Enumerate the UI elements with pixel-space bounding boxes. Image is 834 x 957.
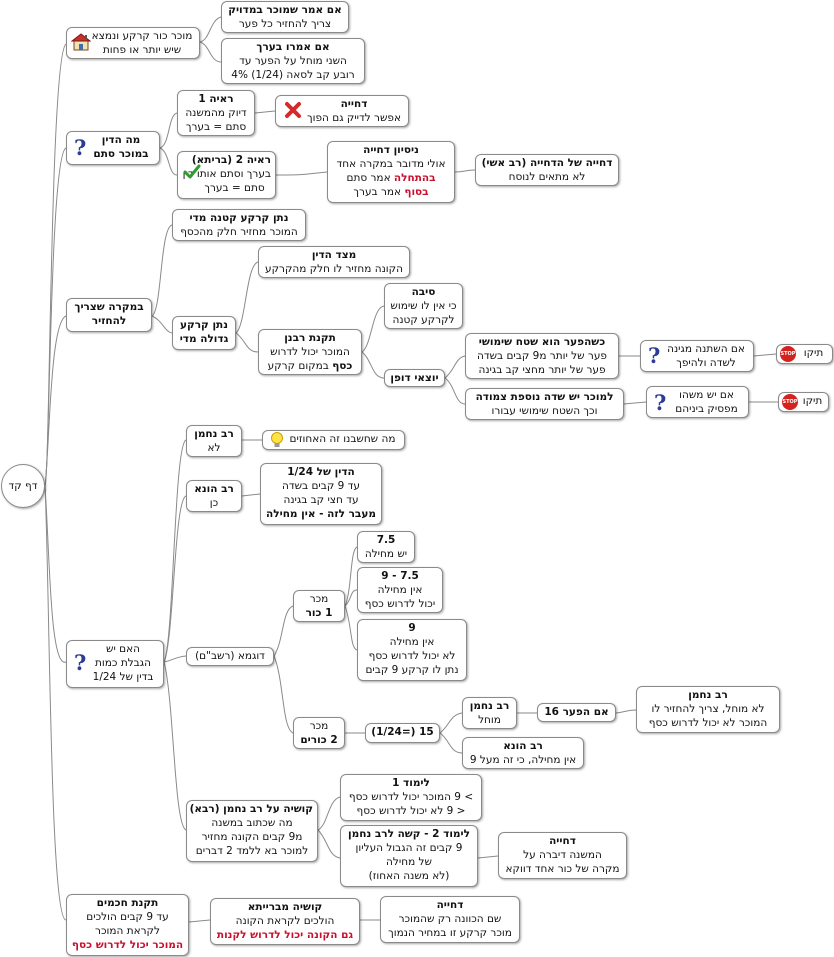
percentages-node[interactable]: מה שחשבנו זה האחוזים bbox=[262, 430, 405, 450]
rav-huna-node[interactable]: רב הונא כן bbox=[186, 480, 242, 512]
root-label: דף קד bbox=[8, 480, 38, 492]
approximate-sale-node[interactable]: אם אמרו בערך השני מוחל על הפער עד רובע ק… bbox=[221, 38, 365, 84]
lesson-2-node[interactable]: לימוד 2 - קשה לרב נחמן 9 קבים זה הגבול ה… bbox=[340, 825, 478, 887]
land-too-small-node[interactable]: נתן קרקע קטנה מדי המוכר מחזיר חלק מהכסף bbox=[172, 209, 306, 241]
question-icon: ? bbox=[654, 390, 667, 415]
separation-node[interactable]: אם יש משהו מפסיק ביניהם bbox=[646, 386, 749, 418]
quantity-limit-question-node[interactable]: האם יש הגבלת כמות בדין של 1/24 bbox=[66, 640, 164, 688]
rav-huna-no-forgive-node[interactable]: רב הונא אין מחילה, כי זה מעל 9 bbox=[462, 737, 584, 769]
root-node[interactable]: דף קד bbox=[1, 464, 45, 508]
lightbulb-icon bbox=[270, 431, 284, 452]
lesson-2-rejection-node[interactable]: דחייה המשנה דיברה על מקרה של כור אחד דוו… bbox=[498, 832, 627, 879]
case-15-node[interactable]: 15 (=1/24) bbox=[365, 723, 440, 743]
must-return-node[interactable]: במקרה שצריך להחזיר bbox=[66, 298, 152, 332]
baraita-question-node[interactable]: קושיה מברייתא הולכים לקראת הקונה גם הקונ… bbox=[210, 898, 360, 945]
plain-seller-question-node[interactable]: מה הדין במוכר סתם bbox=[66, 131, 160, 165]
rav-nachman-no-forgive-node[interactable]: רב נחמן לא מוחל, צריך להחזיר לו המוכר לא… bbox=[636, 686, 780, 733]
case-9-node[interactable]: 9 אין מחילה לא יכול לדרוש כסף נתן לו קרק… bbox=[357, 619, 467, 681]
rav-nachman-node[interactable]: רב נחמן לא bbox=[186, 425, 242, 457]
rava-question-node[interactable]: קושיה על רב נחמן (רבא) מה שכתוב במשנה מ9… bbox=[186, 800, 318, 862]
rabbinic-enactment-node[interactable]: תקנת רבנן המוכר יכול לדרוש כסף במקום קרק… bbox=[258, 329, 362, 375]
lesson-1-node[interactable]: לימוד 1 > 9 המוכר יכול לדרוש כסף < 9 לא … bbox=[340, 774, 482, 821]
question-icon: ? bbox=[74, 650, 87, 675]
exceptions-node[interactable]: יוצאי דופן bbox=[384, 369, 445, 387]
stop-icon: STOP bbox=[780, 346, 796, 362]
garden-field-change-node[interactable]: אם השתנה מגינה לשדה ולהיפך bbox=[640, 340, 754, 372]
case-7-5-to-9-node[interactable]: 7.5 - 9 אין מחילה יכול לדרוש כסף bbox=[357, 567, 443, 613]
rejection-node[interactable]: דחייה אפשר לדייק גם הפוך bbox=[275, 95, 409, 127]
exact-sale-node[interactable]: אם אמר שמוכר במדויק צריך להחזיר כל פער bbox=[221, 1, 349, 33]
house-icon bbox=[70, 33, 92, 54]
reason-node[interactable]: סיבה כי אין לו שימוש לקרקע קטנה bbox=[384, 283, 463, 329]
x-icon bbox=[284, 101, 302, 122]
proof-1-node[interactable]: ראיה 1 דיוק מהמשנה סתם = בערך bbox=[177, 90, 255, 136]
gap-16-node[interactable]: אם הפער 16 bbox=[537, 703, 616, 722]
rule-1-24-node[interactable]: הדין של 1/24 עד 9 קבים בשדה עד חצי קב בג… bbox=[260, 463, 382, 525]
usable-area-node[interactable]: כשהפער הוא שטח שימושי פער של יותר מ9 קבי… bbox=[465, 333, 619, 379]
adjacent-field-node[interactable]: למוכר יש שדה נוספת צמודה וכך השטח שימושי… bbox=[465, 388, 624, 420]
question-icon: ? bbox=[74, 135, 87, 160]
stop-icon: STOP bbox=[782, 394, 798, 410]
land-too-large-node[interactable]: נתן קרקע גדולה מדי bbox=[172, 316, 236, 350]
example-rashbam-node[interactable]: דוגמא (רשב"ם) bbox=[186, 647, 274, 666]
sold-2-kor-node[interactable]: מכר 2 כורים bbox=[293, 717, 345, 749]
case-7-5-node[interactable]: 7.5 יש מחילה bbox=[357, 531, 415, 563]
question-icon: ? bbox=[648, 343, 661, 368]
sold-1-kor-node[interactable]: מכר 1 כור bbox=[293, 590, 345, 622]
by-law-node[interactable]: מצד הדין הקונה מחזיר לו חלק מהקרקע bbox=[258, 246, 410, 278]
check-icon bbox=[183, 164, 201, 183]
sages-enactment-node[interactable]: תקנת חכמים עד 9 קבים הולכים לקראת המוכר … bbox=[66, 894, 189, 956]
rejection-of-rejection-node[interactable]: דחייה של הדחייה (רב אשי) לא מתאים לנוסח bbox=[475, 154, 619, 186]
rav-nachman-forgives-node[interactable]: רב נחמן מוחל bbox=[462, 697, 517, 729]
attempted-rejection-node[interactable]: ניסיון דחייה אולי מדובר במקרה אחד בהתחלה… bbox=[327, 141, 455, 203]
baraita-rejection-node[interactable]: דחייה שם הכוונה רק שהמוכר מוכר קרקע זו ב… bbox=[380, 896, 520, 943]
